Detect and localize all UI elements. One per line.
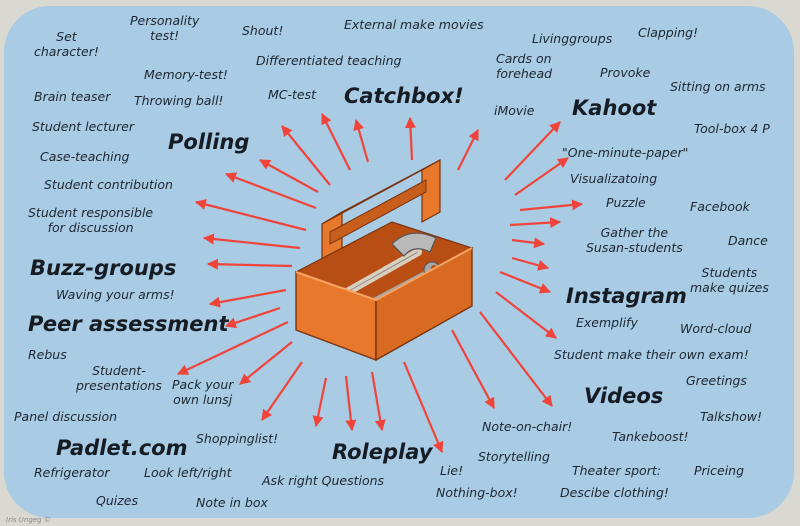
arrow-11 — [511, 256, 550, 271]
arrow-12 — [499, 270, 552, 294]
item-buzz-groups: Buzz-groups — [30, 256, 177, 280]
item-talkshow: Talkshow! — [700, 409, 763, 424]
item-puzzle: Puzzle — [606, 195, 646, 210]
arrow-28 — [224, 172, 317, 210]
arrow-24 — [208, 288, 287, 308]
arrow-18 — [344, 375, 357, 432]
arrow-16 — [402, 361, 444, 454]
arrow-6 — [504, 121, 561, 181]
item-case-teaching: Case-teaching — [40, 149, 130, 164]
item-padlet: Padlet.com — [56, 436, 188, 460]
arrow-20 — [261, 361, 303, 421]
item-greetings: Greetings — [686, 373, 747, 388]
arrow-17 — [370, 371, 386, 432]
item-quizes: Quizes — [96, 493, 138, 508]
image-credit: Iris Ungeg © — [6, 516, 51, 524]
item-livinggroups: Livinggroups — [532, 31, 613, 46]
arrow-5 — [457, 129, 479, 171]
arrow-29 — [259, 159, 319, 193]
arrow-22 — [177, 321, 289, 375]
item-peer-assessment: Peer assessment — [28, 312, 229, 336]
item-student-presentations: Student-presentations — [76, 363, 162, 393]
item-videos: Videos — [584, 384, 664, 408]
item-kahoot: Kahoot — [572, 96, 657, 120]
item-tool-box: Tool-box 4 P — [694, 121, 770, 136]
arrow-1 — [281, 125, 331, 186]
arrow-27 — [194, 199, 307, 232]
arrow-10 — [511, 237, 546, 249]
arrow-7 — [514, 157, 569, 196]
item-rebus: Rebus — [28, 347, 67, 362]
item-word-cloud: Word-cloud — [680, 321, 752, 336]
item-memory-test: Memory-test! — [144, 67, 228, 82]
item-lie: Lie! — [440, 463, 464, 478]
arrow-3 — [353, 118, 370, 163]
item-roleplay: Roleplay — [332, 440, 433, 464]
item-theater-sport: Theater sport: — [572, 463, 661, 478]
arrow-8 — [519, 199, 584, 212]
item-look-left-right: Look left/right — [144, 465, 232, 480]
item-instagram: Instagram — [566, 284, 687, 308]
item-brain-teaser: Brain teaser — [34, 89, 111, 104]
item-panel-discussion: Panel discussion — [14, 409, 118, 424]
arrow-4 — [404, 116, 416, 161]
item-ask-right-questions: Ask right Questions — [262, 473, 385, 488]
arrow-21 — [239, 341, 293, 385]
item-visualizatoing: Visualizatoing — [570, 171, 658, 186]
item-provoke: Provoke — [600, 65, 651, 80]
item-waving-arms: Waving your arms! — [56, 287, 175, 302]
item-external-make-movies: External make movies — [344, 17, 484, 32]
arrow-26 — [202, 233, 301, 250]
item-facebook: Facebook — [690, 199, 750, 214]
item-nothing-box: Nothing-box! — [436, 485, 518, 500]
item-note-on-chair: Note-on-chair! — [482, 419, 573, 434]
item-shoppinglist: Shoppinglist! — [196, 431, 279, 446]
item-tankeboost: Tankeboost! — [612, 429, 689, 444]
item-catchbox: Catchbox! — [344, 84, 464, 108]
item-shout: Shout! — [242, 23, 284, 38]
item-mc-test: MC-test — [268, 87, 317, 102]
item-student-make-exam: Student make their own exam! — [554, 347, 749, 362]
item-student-contribution: Student contribution — [44, 177, 173, 192]
item-dance: Dance — [728, 233, 768, 248]
item-one-minute-paper: "One-minute-paper" — [562, 145, 689, 160]
item-polling: Polling — [168, 130, 250, 154]
arrow-23 — [224, 306, 281, 329]
item-storytelling: Storytelling — [478, 449, 550, 464]
item-descibe-clothing: Descibe clothing! — [560, 485, 669, 500]
arrow-9 — [509, 217, 562, 229]
item-student-lecturer: Student lecturer — [32, 119, 135, 134]
arrow-2 — [321, 113, 351, 171]
arrow-15 — [451, 329, 495, 409]
item-refrigerator: Refrigerator — [34, 465, 110, 480]
item-throwing-ball: Throwing ball! — [134, 93, 224, 108]
item-imovie: iMovie — [494, 103, 535, 118]
item-differentiated-teaching: Differentiated teaching — [256, 53, 402, 68]
arrow-13 — [495, 291, 557, 339]
arrow-19 — [312, 377, 328, 428]
item-sitting-on-arms: Sitting on arms — [670, 79, 766, 94]
item-note-in-box: Note in box — [196, 495, 268, 510]
item-priceing: Priceing — [694, 463, 745, 478]
item-exemplify: Exemplify — [576, 315, 638, 330]
item-clapping: Clapping! — [638, 25, 699, 40]
arrow-25 — [206, 258, 293, 270]
arrow-14 — [479, 311, 553, 407]
